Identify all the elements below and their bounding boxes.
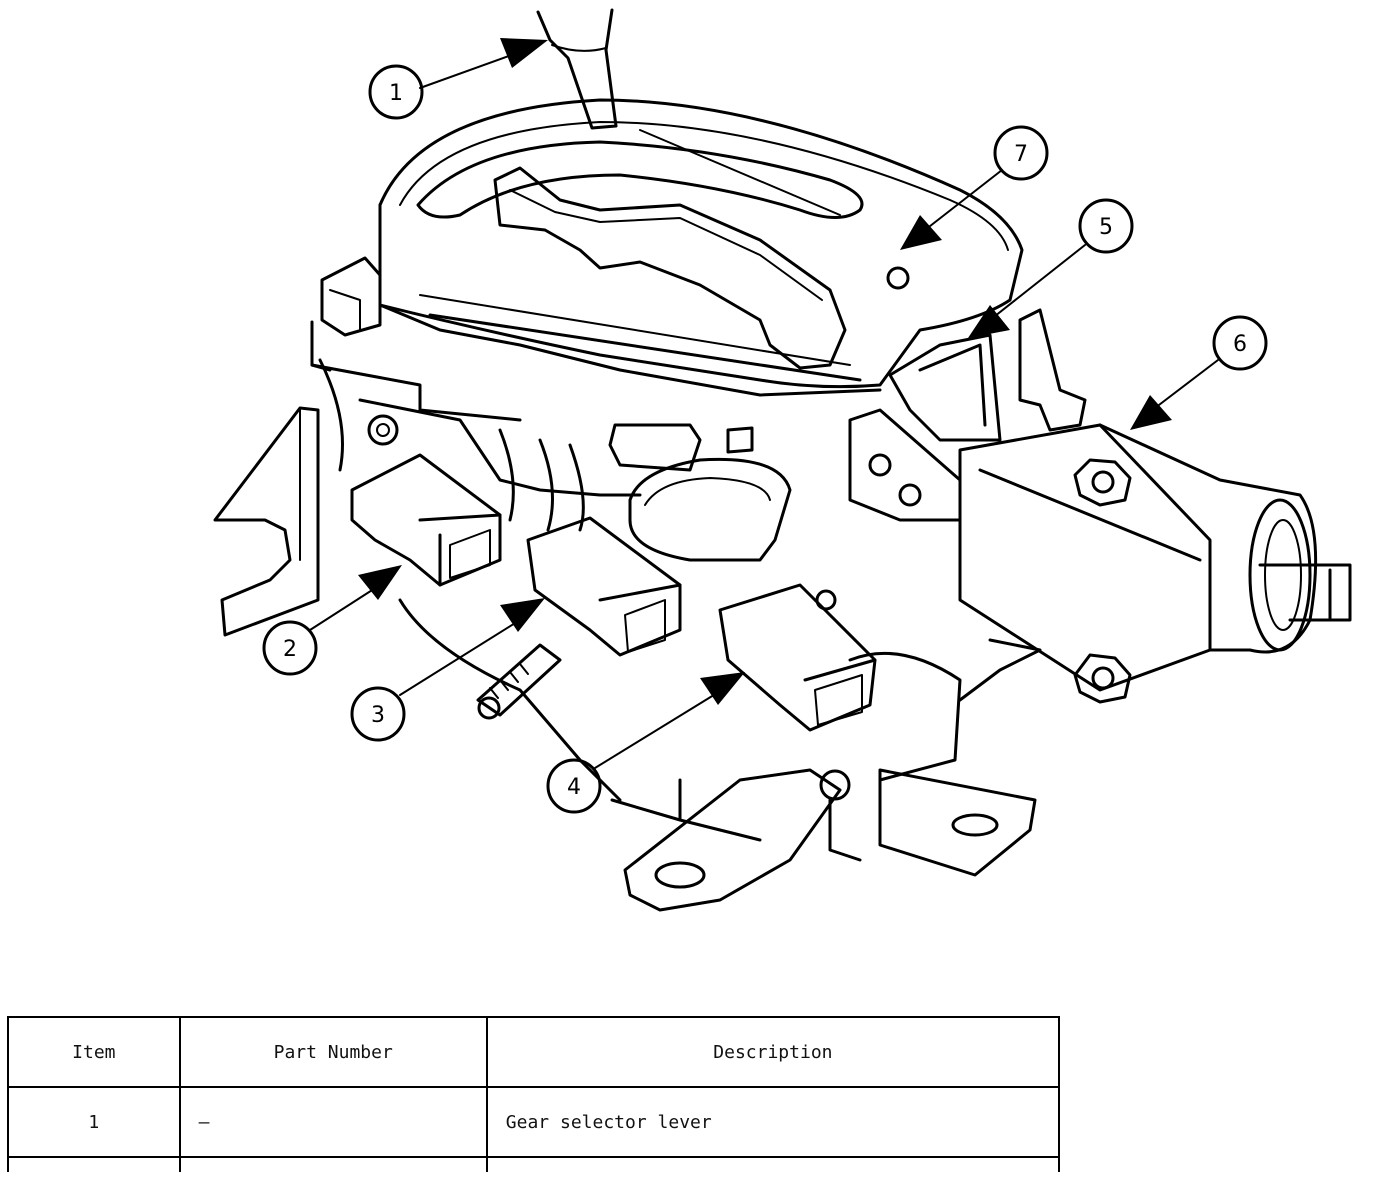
row-item: 1: [7, 1086, 181, 1158]
row-description: Gear selector lever: [485, 1086, 1061, 1158]
callout-6: 6: [1130, 315, 1268, 430]
callout-1-number: 1: [389, 81, 403, 106]
row-part-number: —: [178, 1086, 488, 1158]
table-row-partial: [7, 1156, 1061, 1172]
callout-5-number: 5: [1099, 215, 1113, 240]
callout-4: 4: [546, 672, 745, 814]
table-row: 1 — Gear selector lever: [7, 1086, 1061, 1158]
shifter-assembly-drawing: [213, 8, 1352, 912]
gear-selector-exploded-diagram: 1 2 3 4 5 6 7: [213, 8, 1352, 912]
callout-1: 1: [368, 38, 548, 120]
callout-7: 7: [900, 125, 1049, 250]
callout-6-number: 6: [1233, 332, 1247, 357]
callout-7-number: 7: [1014, 142, 1028, 167]
callout-3: 3: [350, 598, 545, 742]
header-description: Description: [485, 1016, 1061, 1088]
callout-4-number: 4: [567, 775, 581, 800]
callout-2: 2: [262, 565, 402, 676]
parts-table: Item Part Number Description 1 — Gear se…: [7, 1016, 1061, 1172]
callout-2-number: 2: [283, 637, 297, 662]
callout-5: 5: [968, 198, 1134, 338]
callout-3-number: 3: [371, 703, 385, 728]
header-item: Item: [7, 1016, 181, 1088]
header-part-number: Part Number: [178, 1016, 488, 1088]
table-header-row: Item Part Number Description: [7, 1016, 1061, 1088]
